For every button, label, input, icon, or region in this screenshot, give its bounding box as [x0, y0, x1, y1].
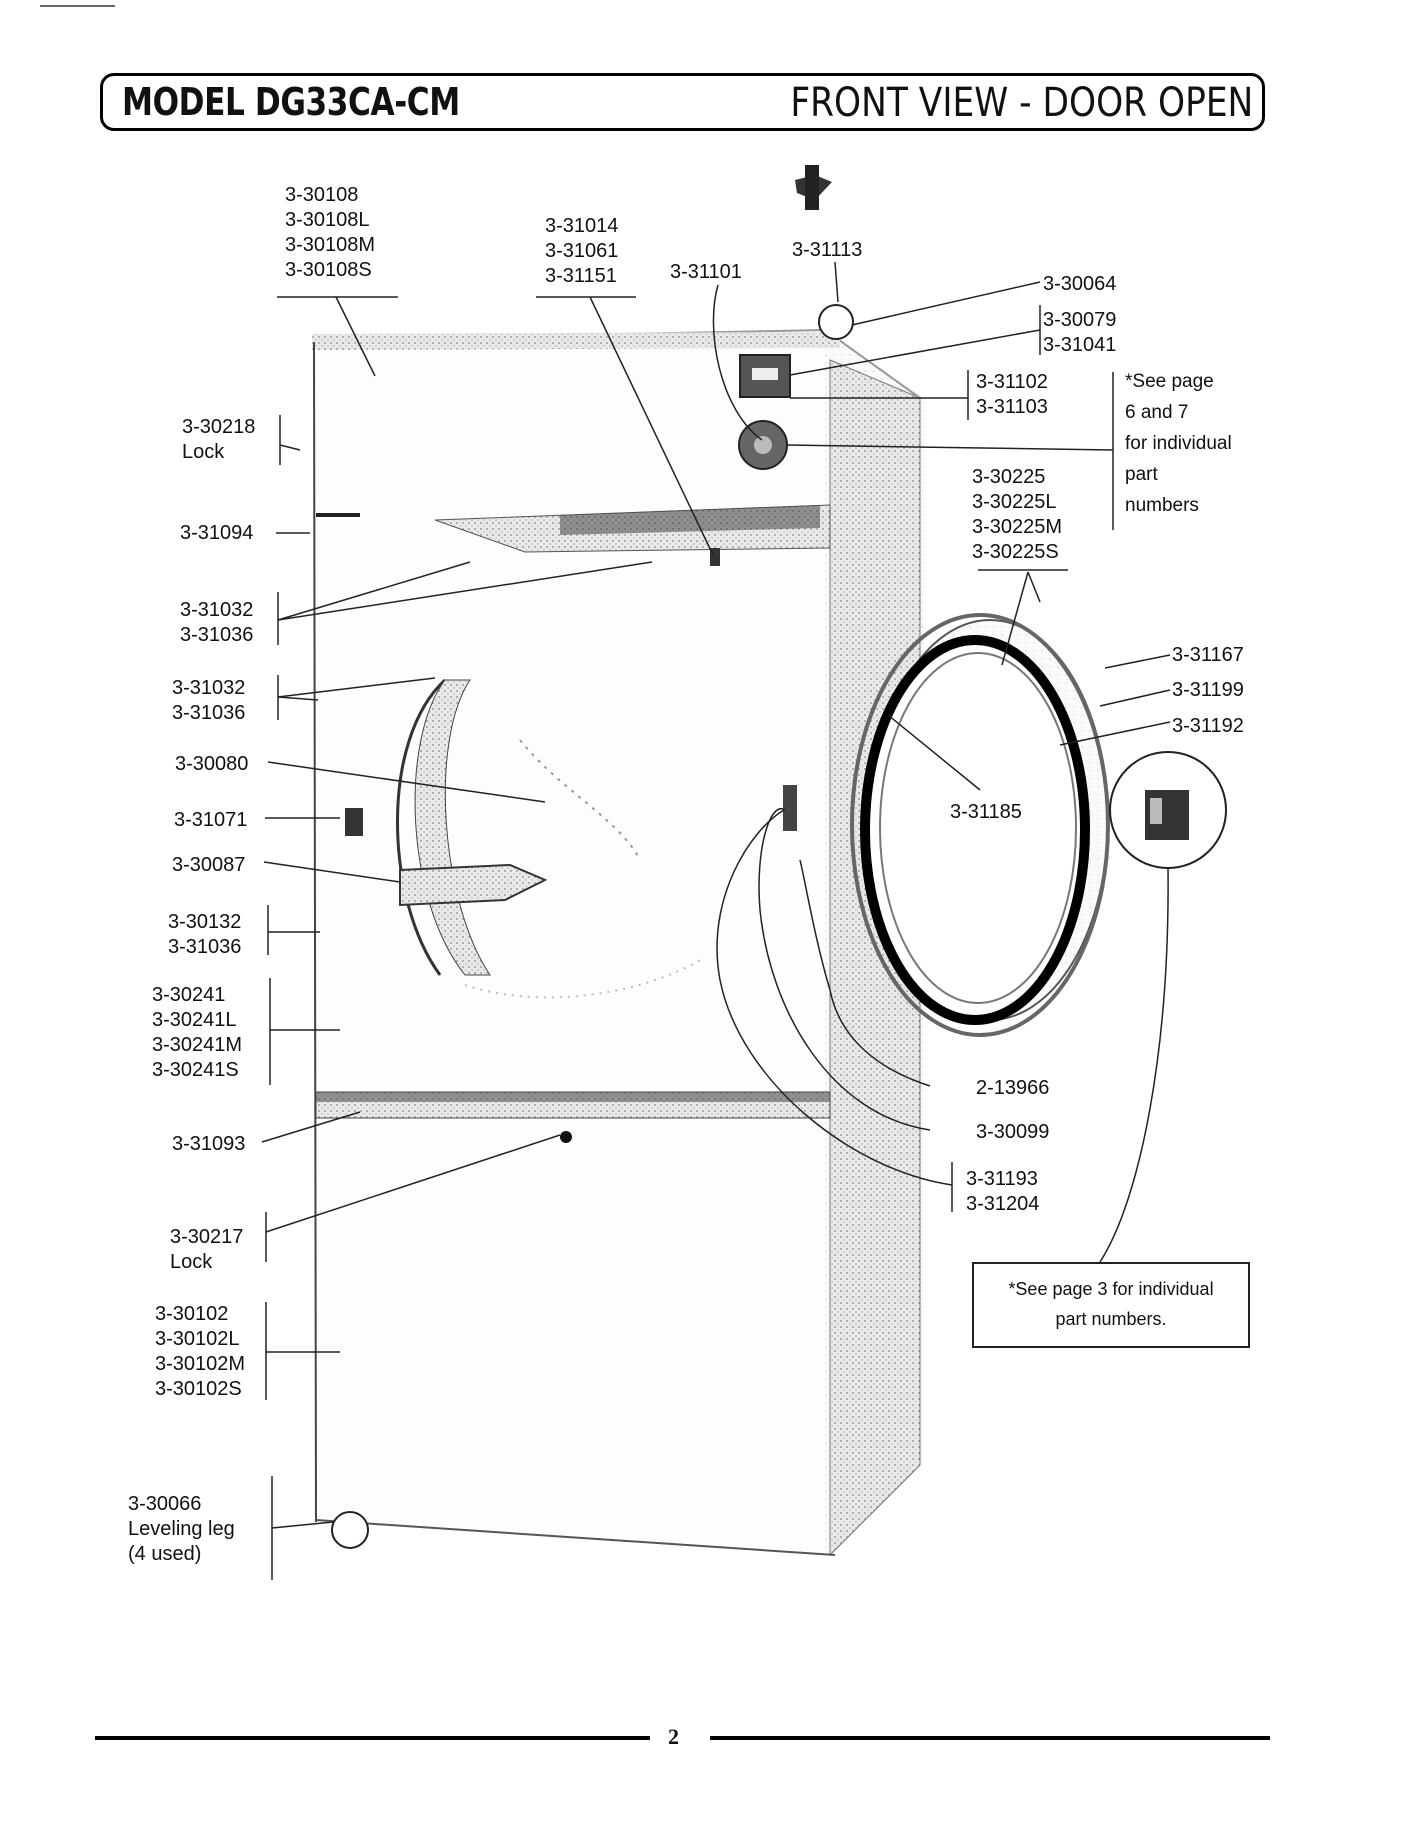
- label-3-31094: 3-31094: [180, 522, 254, 544]
- note-see-page-3-box: *See page 3 for individual part numbers.: [972, 1262, 1250, 1348]
- label-3-30218-lock: 3-30218 Lock: [182, 416, 256, 463]
- label-3-30241: 3-30241 3-30241L 3-30241M 3-30241S: [152, 984, 243, 1081]
- label-3-31102: 3-31102 3-31103: [976, 371, 1048, 418]
- label-3-30225: 3-30225 3-30225L 3-30225M 3-30225S: [972, 466, 1063, 563]
- label-3-30080: 3-30080: [175, 753, 249, 775]
- drum-opening: [396, 678, 701, 999]
- label-3-30066-leveling-leg: 3-30066 Leveling leg (4 used): [128, 1493, 235, 1565]
- label-3-31193: 3-31193 3-31204: [966, 1168, 1040, 1215]
- label-3-30108: 3-30108 3-30108L 3-30108M 3-30108S: [285, 184, 376, 281]
- label-3-31032-a: 3-31032 3-31036: [180, 599, 254, 646]
- label-3-30064: 3-30064: [1043, 273, 1117, 295]
- label-3-31113: 3-31113: [792, 239, 863, 261]
- label-3-31199: 3-31199: [1172, 679, 1244, 701]
- label-3-31093: 3-31093: [172, 1133, 246, 1155]
- label-3-31185: 3-31185: [950, 801, 1022, 823]
- label-3-31192: 3-31192: [1172, 715, 1244, 737]
- label-3-31032-b: 3-31032 3-31036: [172, 677, 246, 724]
- label-3-30087: 3-30087: [172, 854, 246, 876]
- label-2-13966: 2-13966: [976, 1077, 1050, 1099]
- header-frame: [100, 73, 1265, 131]
- label-3-30102: 3-30102 3-30102L 3-30102M 3-30102S: [155, 1303, 246, 1400]
- note-see-page-6-7: *See page 6 and 7 for individual part nu…: [1125, 371, 1232, 516]
- cabinet: [311, 328, 925, 1557]
- model-title: MODEL DG33CA-CM: [122, 80, 460, 124]
- label-3-31071: 3-31071: [174, 809, 248, 831]
- note-see-page-3: *See page 3 for individual part numbers.: [1008, 1279, 1214, 1329]
- control-parts: [331, 165, 854, 1549]
- label-3-30099: 3-30099: [976, 1121, 1050, 1143]
- leader-lines: [261, 261, 1171, 1580]
- label-3-31167: 3-31167: [1172, 644, 1244, 666]
- label-3-31101: 3-31101: [670, 261, 742, 283]
- page-number: 2: [668, 1724, 679, 1749]
- label-3-30079: 3-30079 3-31041: [1043, 309, 1117, 356]
- label-3-30217-lock: 3-30217 Lock: [170, 1226, 244, 1273]
- door: [850, 613, 1110, 1037]
- label-3-30132: 3-30132 3-31036: [168, 911, 242, 958]
- latch-detail: [1109, 751, 1227, 869]
- view-title: FRONT VIEW - DOOR OPEN: [790, 80, 1253, 126]
- label-3-31014: 3-31014 3-31061 3-31151: [545, 215, 619, 287]
